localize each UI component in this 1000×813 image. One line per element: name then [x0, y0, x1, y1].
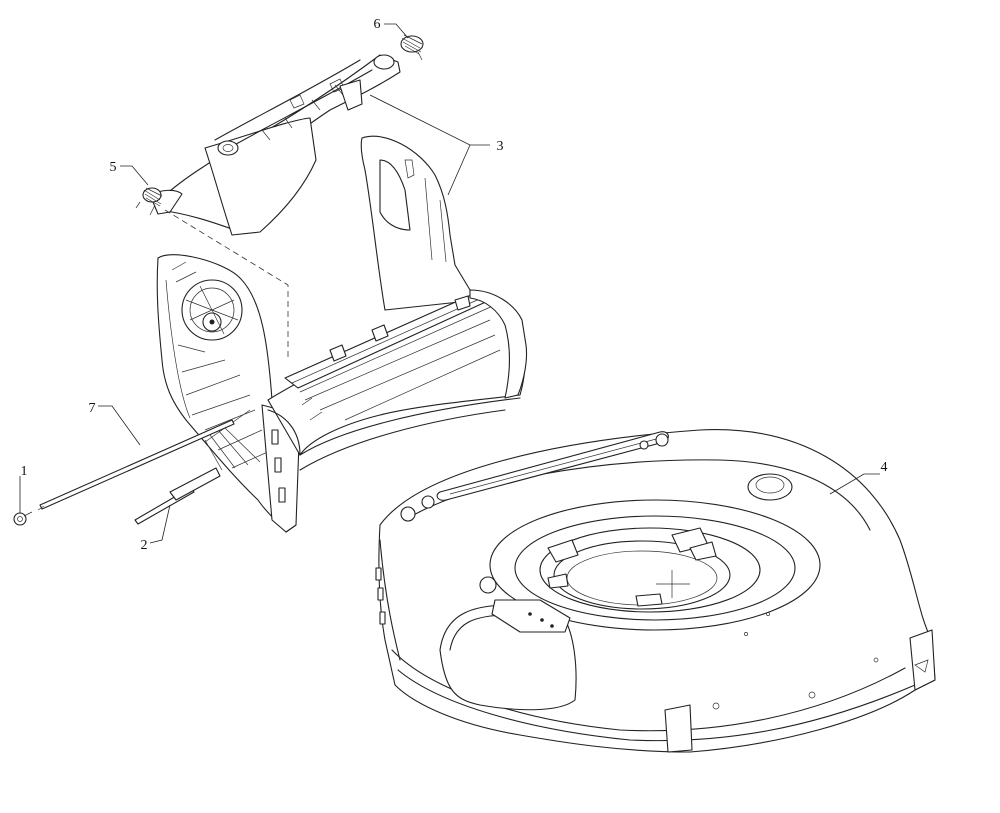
part-5-torsion-spring: [135, 187, 163, 216]
part-4-mower-deck: [375, 429, 936, 753]
callout-7: 7: [89, 401, 96, 416]
part-2-height-lever: [134, 467, 221, 525]
assembly-guide-line: [164, 209, 289, 360]
leader-lines: [19, 23, 880, 544]
callout-3: 3: [497, 139, 504, 154]
callout-1: 1: [21, 464, 28, 479]
part-6-torsion-spring: [400, 34, 424, 61]
callout-5: 5: [110, 160, 117, 175]
part-1-nut: [13, 511, 33, 526]
callout-labels: 1 2 3 4 5 6 7: [21, 17, 888, 553]
callout-2: 2: [141, 538, 148, 553]
callout-4: 4: [881, 460, 888, 475]
part-3-top-cover: [149, 54, 401, 236]
part-3-rear-housing: [156, 135, 528, 533]
part-7-axle-rod: [37, 419, 235, 511]
callout-6: 6: [374, 17, 381, 32]
